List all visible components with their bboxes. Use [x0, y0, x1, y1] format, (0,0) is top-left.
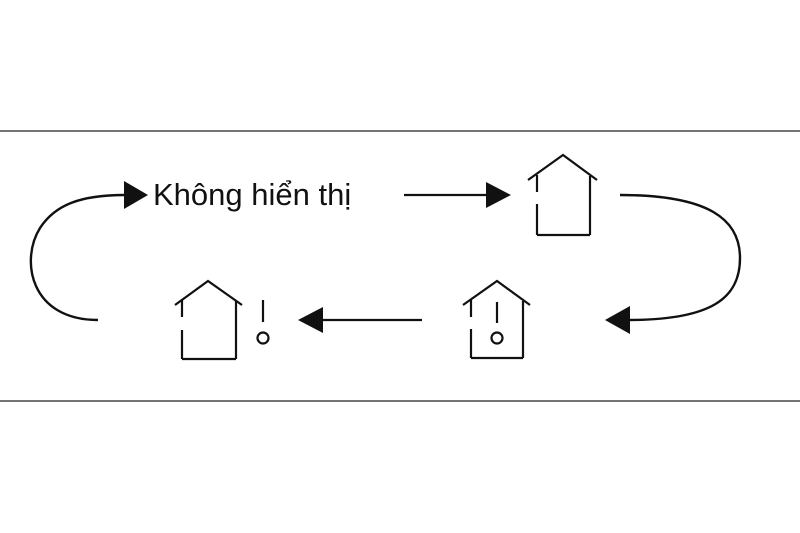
house-icon [527, 153, 598, 237]
arrow-label-to-house [404, 182, 511, 208]
house-with-door-icon [462, 279, 531, 360]
house-with-open-door-icon [174, 279, 270, 361]
left-loop-arrow [29, 181, 148, 322]
right-loop-arrow [605, 193, 742, 334]
arrow-house-to-house [298, 307, 422, 333]
off-state-label: Không hiển thị [153, 177, 351, 212]
